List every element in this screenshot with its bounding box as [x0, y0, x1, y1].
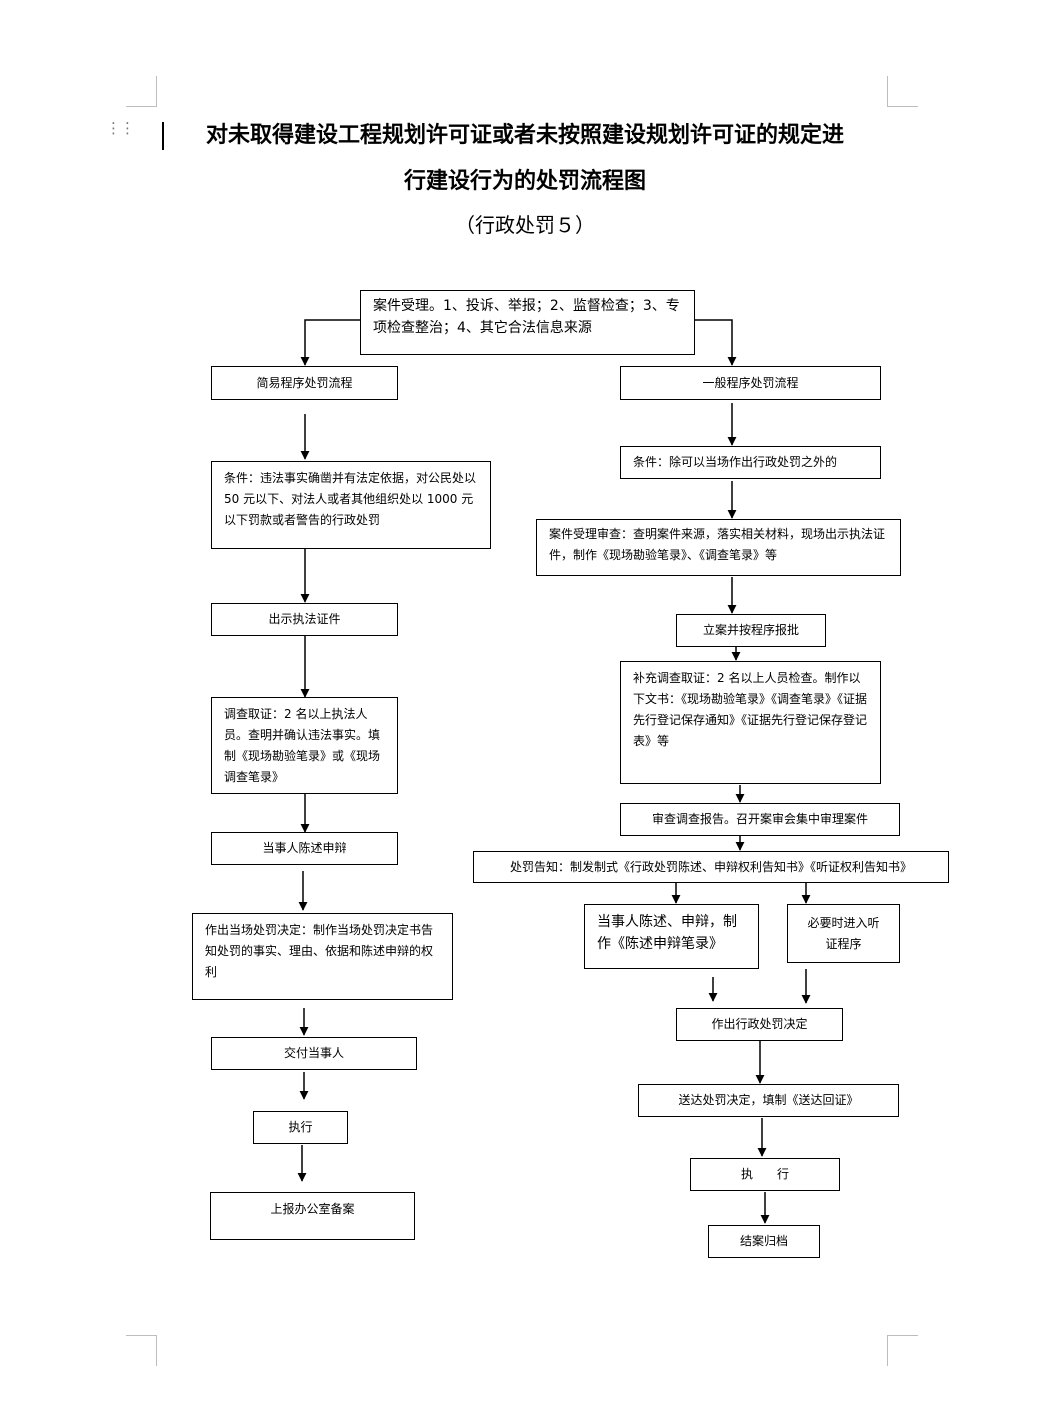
crop-mark-top-left [126, 106, 157, 107]
general-procedure-header: 一般程序处罚流程 [620, 366, 881, 400]
archive-box: 结案归档 [708, 1225, 820, 1258]
simple-investigation-box: 调查取证：2 名以上执法人员。查明并确认违法事实。填制《现场勘验笔录》或《现场调… [211, 697, 398, 794]
flow-start-text: 案件受理。1、投诉、举报；2、监督检查；3、专项检查整治；4、其它合法信息来源 [373, 298, 680, 336]
supplementary-investigation-box: 补充调查取证：2 名以上人员检查。制作以下文书：《现场勘验笔录》《调查笔录》《证… [620, 661, 881, 784]
text-cursor [162, 122, 164, 150]
show-id-box: 出示执法证件 [211, 603, 398, 636]
page-title-line-2: 行建设行为的处罚流程图 [403, 168, 646, 194]
onsite-decision-box: 作出当场处罚决定：制作当场处罚决定书告知处罚的事实、理由、依据和陈述申辩的权利 [192, 913, 453, 1000]
report-office-box: 上报办公室备案 [210, 1192, 415, 1240]
simple-execute-box: 执行 [253, 1111, 348, 1144]
flow-start-case-acceptance: 案件受理。1、投诉、举报；2、监督检查；3、专项检查整治；4、其它合法信息来源 [360, 290, 695, 355]
party-statement-box: 当事人陈述、申辩，制作《陈述申辩笔录》 [584, 904, 759, 969]
crop-mark-top-right [887, 106, 918, 107]
simple-statement-box: 当事人陈述申辩 [211, 832, 398, 865]
crop-mark-bottom-left [126, 1335, 157, 1336]
file-case-box: 立案并按程序报批 [676, 614, 826, 647]
simple-condition-box: 条件：违法事实确凿并有法定依据，对公民处以 50 元以下、对法人或者其他组织处以… [211, 461, 491, 549]
crop-mark-bottom-right [887, 1335, 918, 1336]
crop-mark-top-left-v [156, 76, 157, 107]
penalty-notice-box: 处罚告知：制发制式《行政处罚陈述、申辩权利告知书》《听证权利告知书》 [473, 851, 949, 883]
crop-mark-bottom-right-v [887, 1335, 888, 1366]
page-title-line-1: 对未取得建设工程规划许可证或者未按照建设规划许可证的规定进 [205, 122, 844, 148]
general-decision-box: 作出行政处罚决定 [676, 1008, 843, 1041]
audit-report-box: 审查调查报告。召开案审会集中审理案件 [620, 803, 900, 836]
page-subtitle: （行政处罚５） [455, 213, 595, 237]
case-review-box: 案件受理审查：查明案件来源，落实相关材料，现场出示执法证件，制作《现场勘验笔录》… [536, 519, 901, 576]
simple-procedure-header: 简易程序处罚流程 [211, 366, 398, 400]
deliver-party-box: 交付当事人 [211, 1037, 417, 1070]
crop-mark-top-right-v [887, 76, 888, 107]
hearing-box: 必要时进入听证程序 [787, 904, 900, 963]
general-execute-box: 执 行 [690, 1158, 840, 1191]
crop-mark-bottom-left-v [156, 1335, 157, 1366]
serve-decision-box: 送达处罚决定，填制《送达回证》 [638, 1084, 899, 1117]
move-handle-icon[interactable]: ⋮⋮ [106, 119, 135, 137]
general-condition-box: 条件：除可以当场作出行政处罚之外的 [620, 446, 881, 479]
